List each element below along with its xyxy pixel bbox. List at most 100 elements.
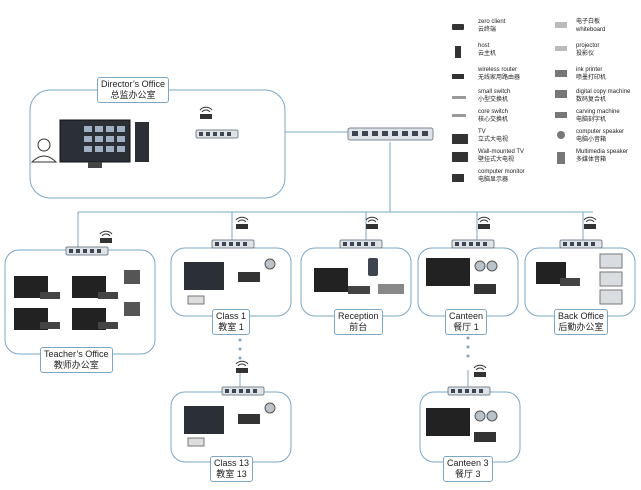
teacher-office-label: Teacher’s Office 教师办公室 <box>40 347 113 373</box>
canteen3-label: Canteen 3 餐厅 3 <box>443 456 493 482</box>
legend-en: carving machine <box>576 109 620 115</box>
legend-host: host 云主机 <box>478 42 496 58</box>
class1-label: Class 1 教室 1 <box>212 309 251 335</box>
switch-icon <box>559 239 603 249</box>
back-office-devices <box>536 253 623 305</box>
legend-en: small switch <box>478 89 511 95</box>
wireless-router-icon <box>199 106 213 119</box>
switch-icon <box>211 239 255 249</box>
legend-en: computer speaker <box>576 129 625 135</box>
legend-core-switch: core switch 核心交换机 <box>478 108 508 124</box>
switch-icon <box>65 246 109 256</box>
teacher-office-cn: 教师办公室 <box>53 360 99 370</box>
legend-en: core switch <box>478 109 509 115</box>
multimedia-speaker-icon <box>368 258 378 276</box>
teacher-office-devices <box>14 270 140 330</box>
legend-cn: 喷墨打印机 <box>576 75 607 81</box>
legend-en: host <box>478 43 490 49</box>
canteen3-devices <box>426 408 498 442</box>
host-icon <box>455 46 461 58</box>
legend-cn: 壁挂式大电视 <box>478 157 515 163</box>
class1-en: Class 1 <box>216 311 247 321</box>
canteen1-label: Canteen 餐厅 1 <box>445 309 488 335</box>
legend-small-switch: small switch 小型交换机 <box>478 88 510 104</box>
dotted-links <box>238 336 470 360</box>
canteen3-en: Canteen 3 <box>447 458 489 468</box>
legend-cn: 电脑小音箱 <box>576 137 607 143</box>
computer-speaker-icon <box>557 131 565 139</box>
projector-icon <box>187 437 205 447</box>
ink-printer-icon <box>555 70 567 77</box>
reception-en: Reception <box>338 311 379 321</box>
monitor-icon <box>314 268 348 292</box>
copy-machine-icon <box>599 253 623 269</box>
teacher-office-en: Teacher’s Office <box>44 349 109 359</box>
monitor-icon <box>72 276 106 298</box>
wall-tv-icon <box>426 258 470 286</box>
monitor-icon <box>72 308 106 330</box>
legend-en: computer monitor <box>478 169 525 175</box>
wireless-router-icon <box>452 74 464 79</box>
legend-cn: 小型交换机 <box>478 97 509 103</box>
legend-en: Multimedia speaker <box>576 149 629 155</box>
monitor-icon <box>452 174 464 182</box>
core-switch <box>347 127 434 141</box>
projector-icon <box>555 46 567 51</box>
legend-cn: 核心交换机 <box>478 117 509 123</box>
core-switch-icon <box>452 114 466 117</box>
switch-icon <box>451 239 495 249</box>
multimedia-speaker-icon <box>557 152 565 164</box>
back-office-label: Back Office 后勤办公室 <box>554 309 608 335</box>
director-office-cn: 总监办公室 <box>110 90 156 100</box>
director-office-label: Director’s Office 总监办公室 <box>97 77 170 103</box>
class13-en: Class 13 <box>214 458 250 468</box>
director-office-en: Director’s Office <box>101 79 166 89</box>
ink-printer-icon <box>124 302 140 316</box>
wall-tv-icon <box>426 408 470 436</box>
legend-cn: 立式大电视 <box>478 137 509 143</box>
wireless-router-icon <box>235 360 249 373</box>
legend-carving-machine: carving machine 电脑刻字机 <box>576 108 620 124</box>
reception-devices <box>314 258 404 294</box>
back-office-cn: 后勤办公室 <box>558 322 604 332</box>
legend-en: TV <box>478 129 486 135</box>
projector-icon <box>187 295 205 305</box>
computer-speaker-icon <box>486 260 498 272</box>
wireless-router-icon <box>365 216 379 229</box>
legend-cn: 无线家用路由器 <box>478 75 521 81</box>
computer-speaker-icon <box>264 402 276 414</box>
legend-en: wireless router <box>478 67 518 73</box>
wireless-router-icon <box>583 216 597 229</box>
computer-speaker-icon <box>474 260 486 272</box>
switch-icon <box>195 129 239 139</box>
legend-cn: 云主机 <box>478 51 497 57</box>
computer-speaker-icon <box>486 410 498 422</box>
computer-speaker-icon <box>474 410 486 422</box>
back-office-en: Back Office <box>558 311 604 321</box>
class1-cn: 教室 1 <box>218 322 244 332</box>
legend-en: zero client <box>478 19 506 25</box>
legend-tv: TV 立式大电视 <box>478 128 508 144</box>
canteen1-devices <box>426 258 498 294</box>
legend-cn: 电脑刻字机 <box>576 117 607 123</box>
monitor-icon <box>536 262 566 284</box>
legend-cn: 投影仪 <box>576 51 595 57</box>
legend-en: Wall-mounted TV <box>478 149 525 155</box>
legend-en: digital copy machine <box>576 89 631 95</box>
class13-devices <box>184 402 276 447</box>
carving-machine-icon <box>378 284 404 294</box>
director-workstation <box>30 119 149 168</box>
copy-machine-icon <box>599 289 623 305</box>
legend-computer-speaker: computer speaker 电脑小音箱 <box>576 128 624 144</box>
class13-label: Class 13 教室 13 <box>210 456 254 482</box>
canteen1-cn: 餐厅 1 <box>453 322 479 332</box>
reception-label: Reception 前台 <box>334 309 383 335</box>
